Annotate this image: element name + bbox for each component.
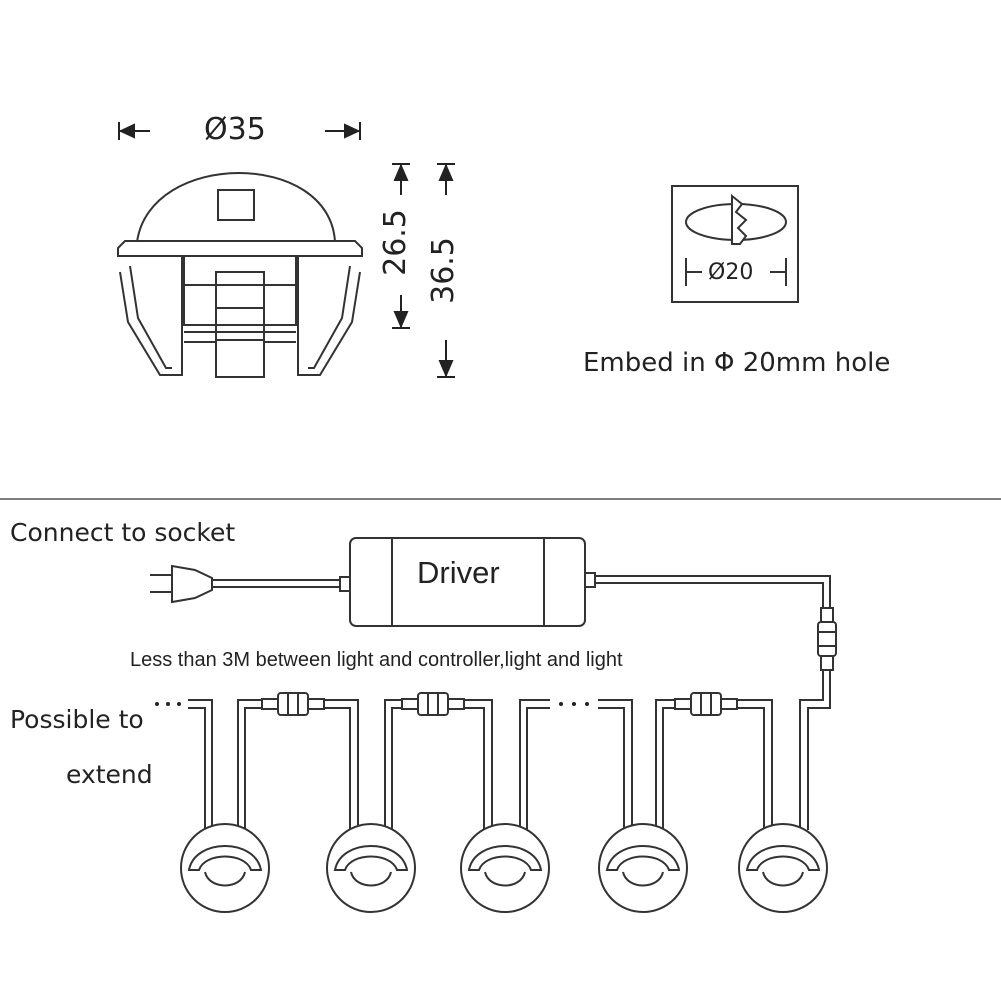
light-1 — [180, 823, 270, 913]
width-dimension — [118, 122, 361, 140]
light-3-wires — [464, 699, 550, 830]
inner-height-label: 26.5 — [377, 209, 413, 276]
plug-icon — [150, 564, 351, 604]
connector-1 — [261, 692, 325, 716]
light-5-wires — [737, 699, 773, 830]
hole-cutaway — [731, 193, 748, 245]
width-dimension-label: Ø35 — [204, 112, 266, 147]
left-clip — [119, 256, 183, 376]
extend-label-line2: extend — [66, 760, 153, 789]
distance-note: Less than 3M between light and controlle… — [130, 649, 623, 671]
total-height-dimension — [437, 163, 455, 378]
light-2-wires — [324, 699, 402, 830]
hole-drawing — [671, 185, 799, 303]
driver-label: Driver — [417, 555, 500, 590]
light-profile-drawing — [117, 172, 363, 378]
extend-dots-middle — [559, 702, 589, 706]
lights-group — [180, 823, 828, 913]
embed-note: Embed in Φ 20mm hole — [583, 348, 891, 378]
center-block — [215, 271, 265, 378]
light-3 — [460, 823, 550, 913]
inner-body — [183, 284, 297, 326]
dome-window — [217, 189, 255, 221]
extend-label-line1: Possible to — [10, 705, 144, 734]
light-flange — [117, 240, 363, 257]
connector-2 — [401, 692, 465, 716]
driver-box — [349, 537, 596, 627]
right-clip — [297, 256, 361, 376]
light-4 — [598, 823, 688, 913]
hole-diameter-label: Ø20 — [708, 260, 754, 285]
light-2 — [326, 823, 416, 913]
light-5 — [738, 823, 828, 913]
connector-3 — [674, 692, 738, 716]
light-4-wires — [598, 699, 675, 830]
total-height-label: 36.5 — [425, 237, 461, 304]
inner-height-dimension — [392, 163, 410, 329]
hole-frame — [671, 185, 799, 303]
extend-dots-left — [155, 702, 181, 706]
driver-output-wire — [595, 575, 837, 830]
light-1-wires — [188, 699, 262, 830]
light-dome — [136, 172, 336, 243]
socket-label: Connect to socket — [10, 518, 236, 547]
